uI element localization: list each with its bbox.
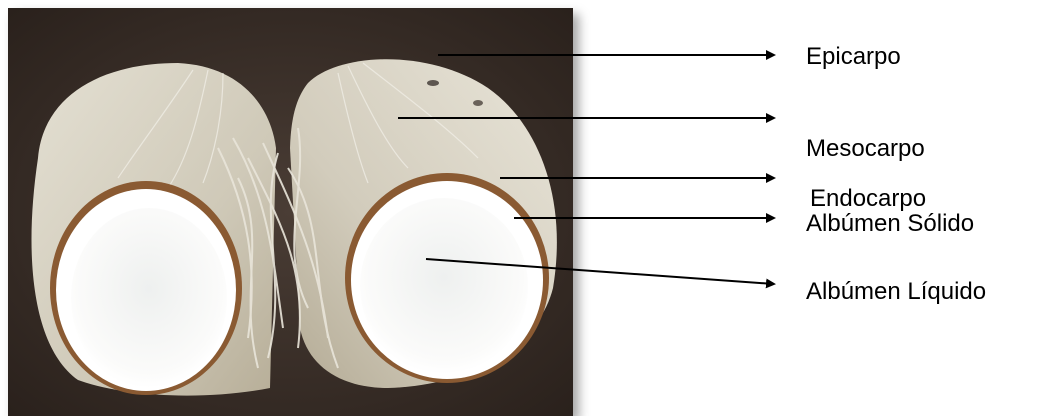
label-epicarpo: Epicarpo bbox=[806, 45, 901, 69]
label-mesocarpo: Mesocarpo bbox=[806, 137, 925, 161]
label-endocarpo: Endocarpo bbox=[810, 187, 926, 211]
label-albumen-solido: Albúmen Sólido bbox=[806, 212, 974, 236]
label-albumen-liquido: Albúmen Líquido bbox=[806, 280, 986, 304]
albumen-liquido-arrow bbox=[426, 259, 774, 284]
